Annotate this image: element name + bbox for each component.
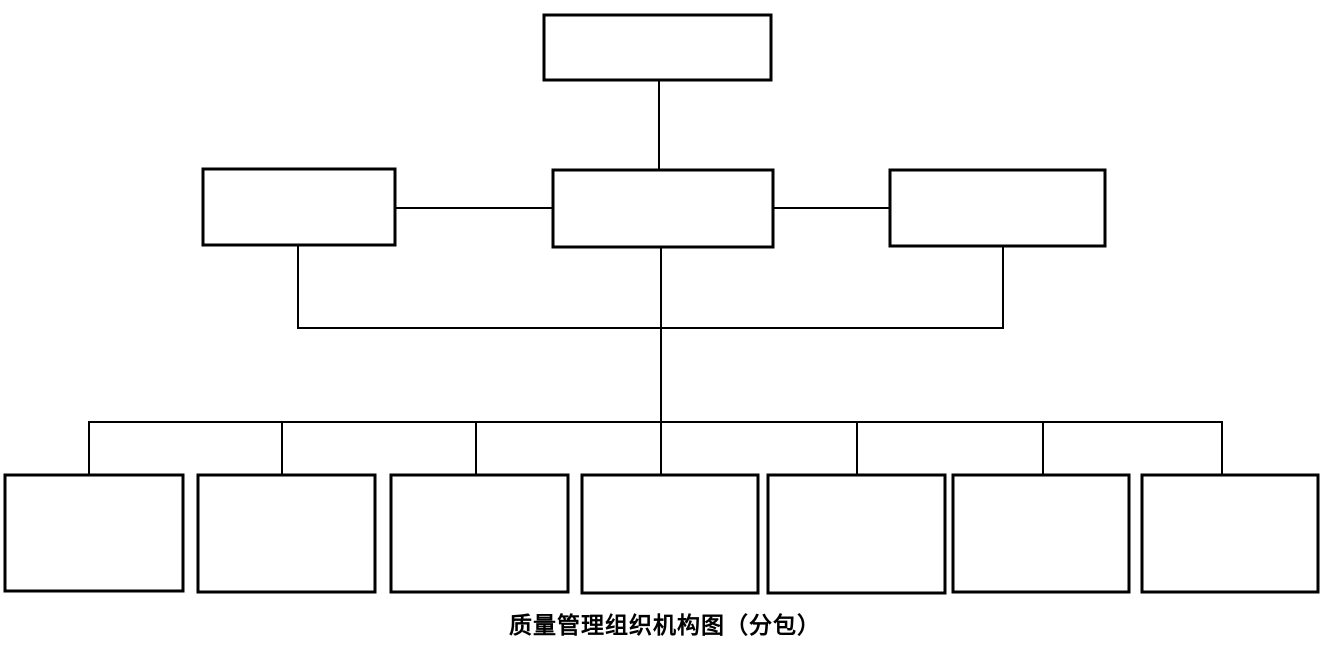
node-mid-left: [201, 167, 397, 247]
node-bottom-2: [196, 473, 377, 594]
node-bottom-5: [766, 473, 947, 595]
node-bottom-6: [951, 473, 1131, 594]
connector-lines: [88, 80, 1223, 476]
node-bottom-7: [1140, 473, 1320, 594]
org-chart-nodes: [3, 13, 1320, 595]
chart-caption: 质量管理组织机构图（分包）: [509, 613, 821, 638]
node-bottom-4: [580, 473, 760, 595]
node-bottom-3: [389, 473, 570, 594]
node-top: [542, 13, 773, 82]
node-bottom-1: [3, 473, 185, 593]
node-mid-right: [888, 168, 1107, 248]
node-mid-center: [551, 168, 775, 249]
